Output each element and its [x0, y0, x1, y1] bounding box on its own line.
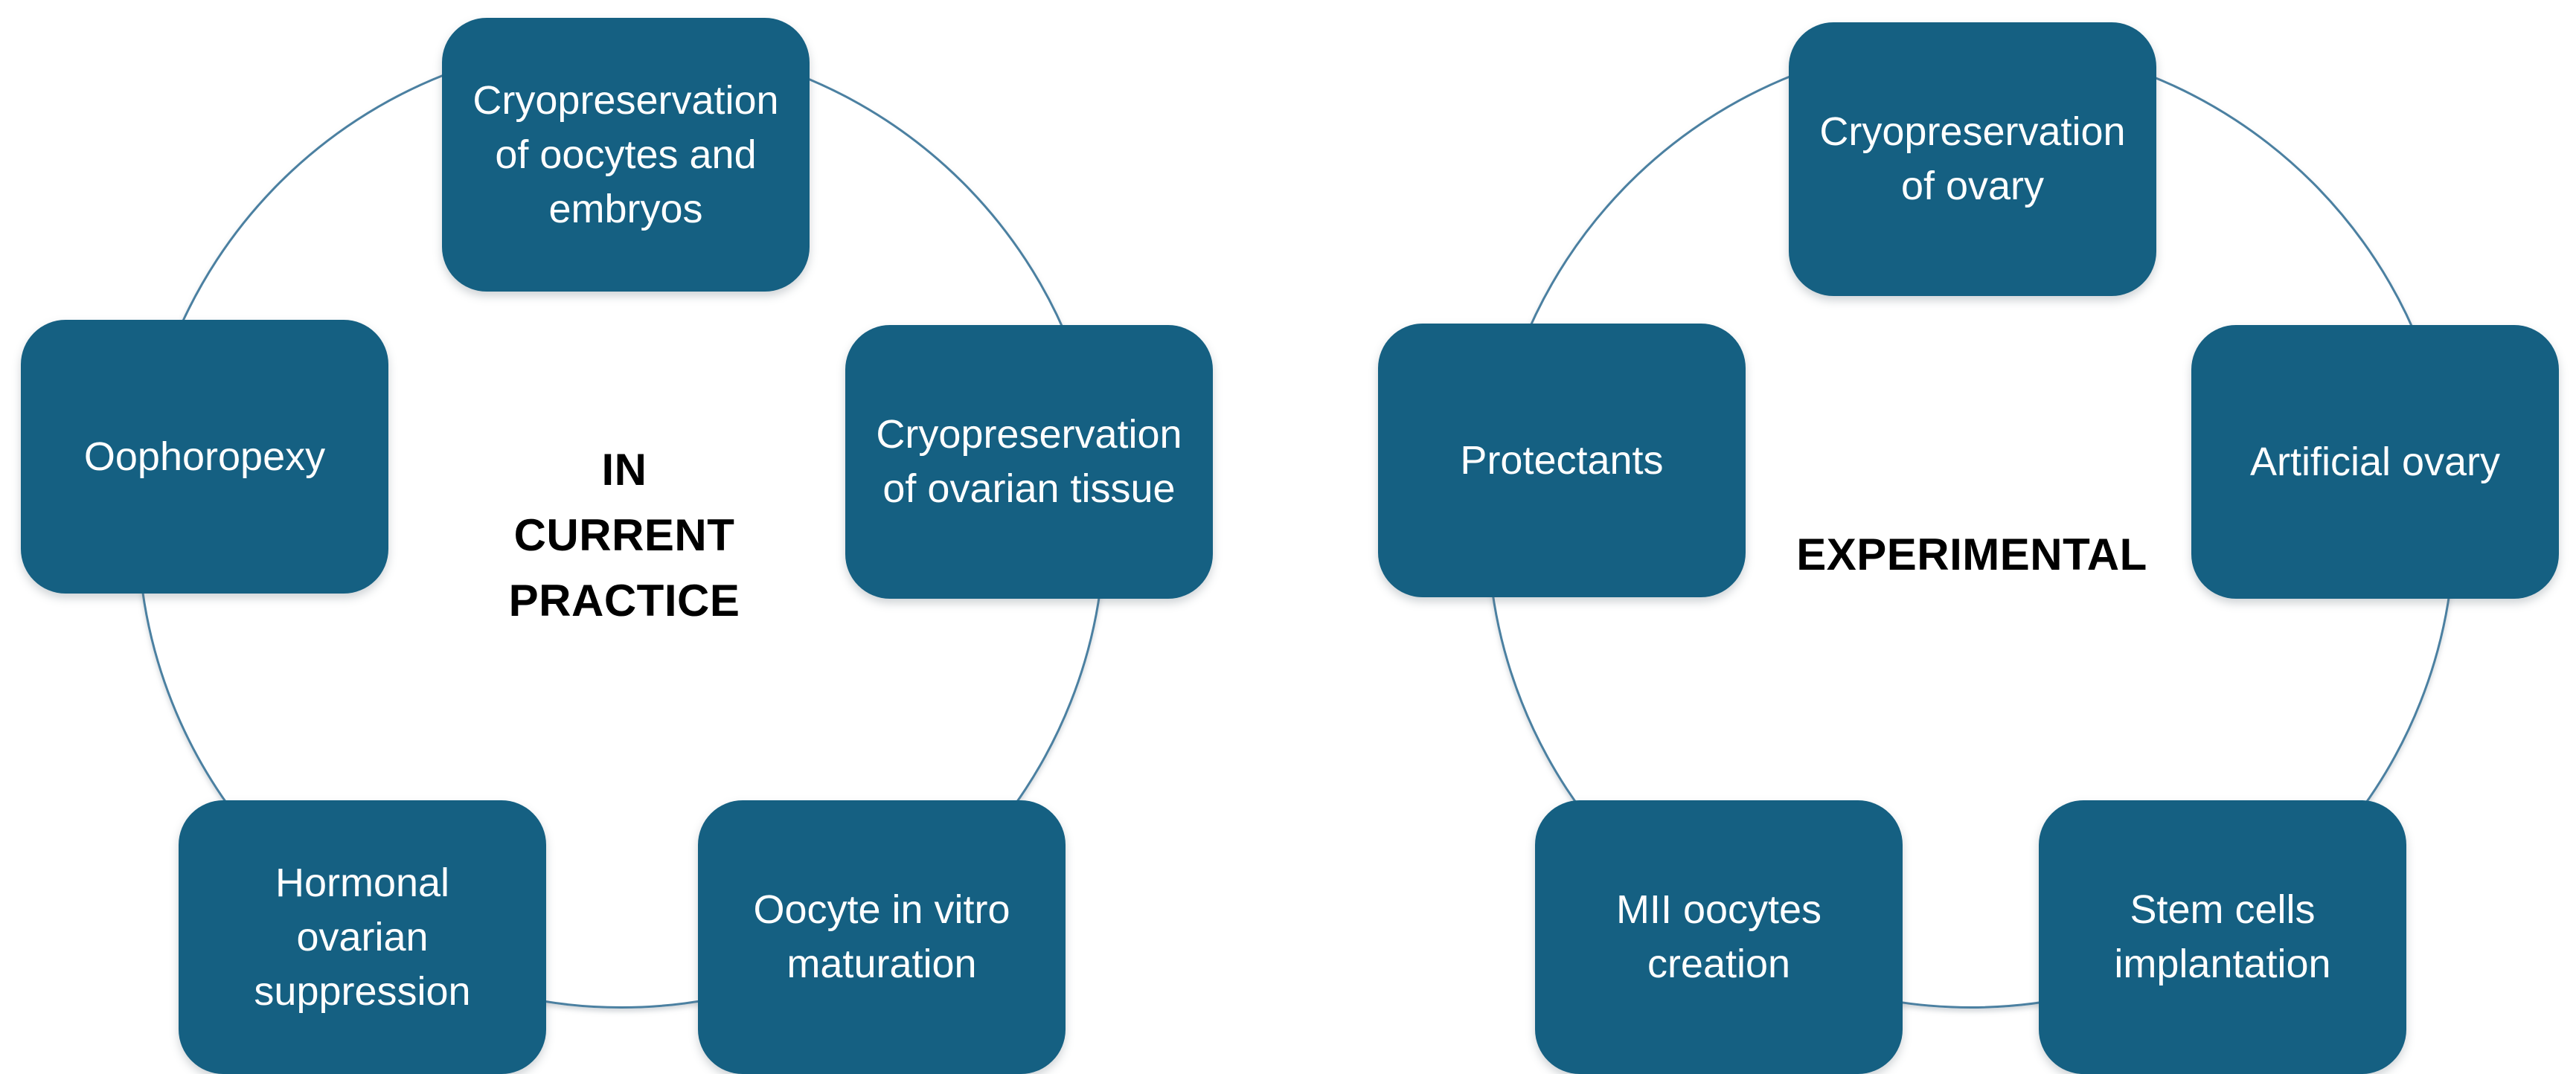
node-hormonal-ovarian-suppression: Hormonal ovarian suppression: [179, 800, 546, 1074]
node-label: Cryopreservation of oocytes and embryos: [472, 77, 779, 231]
node-oophoropexy: Oophoropexy: [21, 320, 388, 594]
node-label: Cryopreservation of ovarian tissue: [876, 412, 1182, 511]
center-label-in-current-practice: IN CURRENT PRACTICE: [508, 445, 740, 626]
center-label-experimental: EXPERIMENTAL: [1796, 530, 2147, 579]
node-label: Oophoropexy: [83, 434, 326, 479]
node-label: Hormonal ovarian suppression: [254, 860, 471, 1014]
cycle-diagram-experimental: Cryopreservation of ovary Protectants Ar…: [1288, 0, 2576, 1074]
node-label: Oocyte in vitro maturation: [753, 887, 1010, 986]
node-cryopreservation-of-ovarian-tissue: Cryopreservation of ovarian tissue: [845, 325, 1213, 599]
node-protectants: Protectants: [1378, 324, 1746, 597]
node-mii-oocytes-creation: MII oocytes creation: [1535, 800, 1903, 1074]
node-label: Cryopreservation of ovary: [1819, 109, 2126, 208]
node-label: MII oocytes creation: [1615, 887, 1822, 986]
node-stem-cells-implantation: Stem cells implantation: [2039, 800, 2406, 1074]
node-label: Artificial ovary: [2249, 439, 2501, 484]
node-cryopreservation-of-ovary: Cryopreservation of ovary: [1789, 22, 2156, 296]
node-cryopreservation-of-oocytes-and-embryos: Cryopreservation of oocytes and embryos: [442, 18, 810, 292]
node-label: Stem cells implantation: [2114, 887, 2331, 986]
cycle-diagram-in-current-practice: Cryopreservation of oocytes and embryos …: [21, 18, 1213, 1074]
node-oocyte-in-vitro-maturation: Oocyte in vitro maturation: [698, 800, 1066, 1074]
node-label: Protectants: [1460, 437, 1664, 483]
node-artificial-ovary: Artificial ovary: [2191, 325, 2559, 599]
